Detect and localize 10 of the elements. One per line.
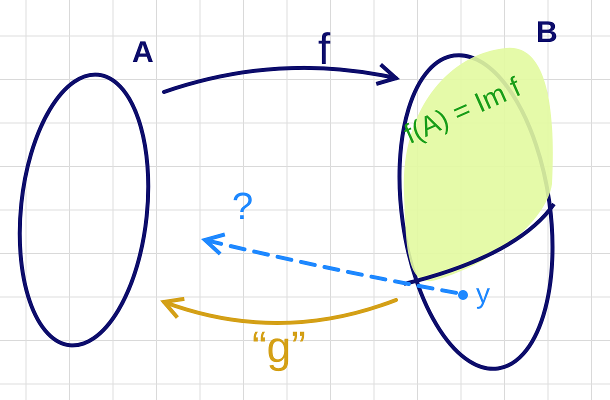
edge-label: ? [232,188,254,226]
arrow [162,296,398,325]
arrow [162,62,398,94]
arrow [203,232,458,295]
edge-label: f [318,28,330,72]
set-label: B [536,18,558,48]
edge-label: “g” [252,326,306,370]
set-label: A [132,38,154,68]
point-label: y [476,280,490,308]
region-label: f(A) = Im f [400,72,525,149]
